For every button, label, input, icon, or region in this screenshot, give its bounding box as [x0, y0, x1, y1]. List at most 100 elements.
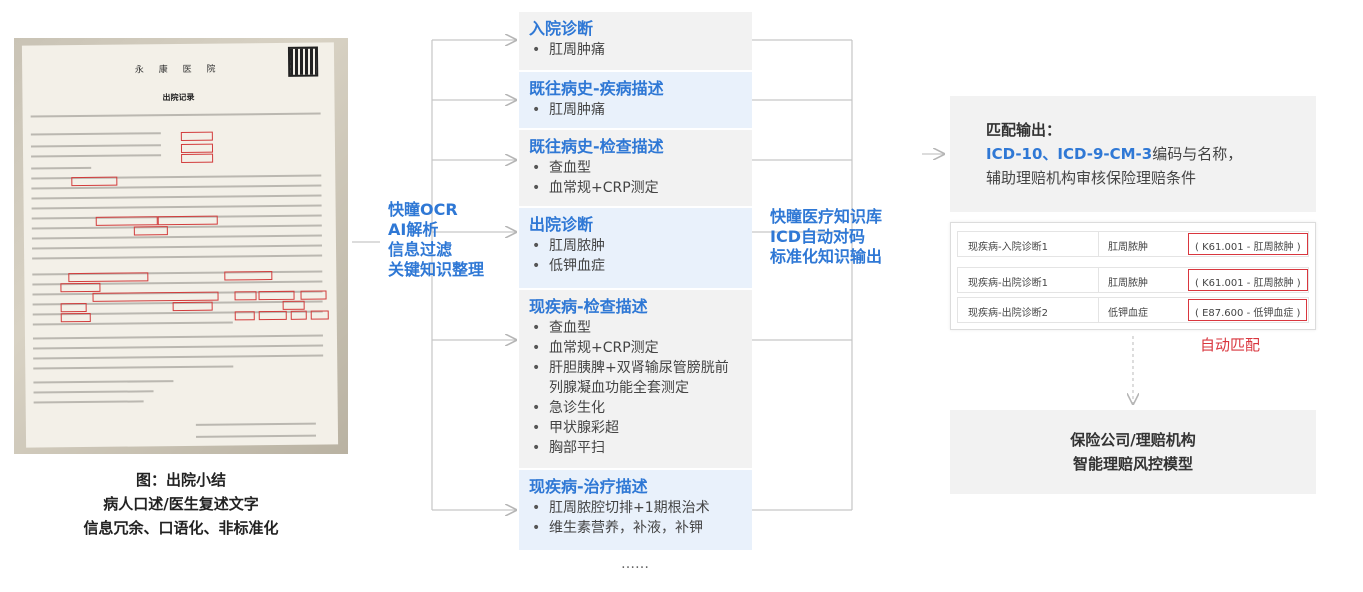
- highlight-box: [180, 143, 214, 153]
- highlight-box: [133, 226, 168, 236]
- icd-match-table: 现疾病-入院诊断1 肛周脓肿 ( K61.001 - 肛周脓肿 ) 现疾病-出院…: [950, 222, 1316, 330]
- process-step: 关键知识整理: [388, 260, 485, 279]
- highlight-box: [290, 310, 307, 320]
- document-text-line: [33, 380, 174, 384]
- section-title: 出院诊断: [529, 215, 594, 234]
- section-item: 查血型: [529, 318, 742, 338]
- document-text-line: [31, 204, 322, 210]
- highlight-box: [258, 310, 287, 321]
- section-current-treatment: 现疾病-治疗描述 肛周脓腔切排+1期根治术 维生素营养，补液，补钾: [519, 470, 752, 550]
- section-admission-diagnosis: 入院诊断 肛周肿痛: [519, 12, 752, 70]
- document-text-line: [32, 334, 323, 340]
- section-current-exam: 现疾病-检查描述 查血型 血常规+CRP测定 肝胆胰脾+双肾输尿管膀胱前列腺凝血…: [519, 290, 752, 468]
- document-text-line: [31, 154, 162, 158]
- section-item: 血常规+CRP测定: [529, 178, 742, 198]
- document-text-line: [30, 112, 321, 118]
- insurance-model-box: 保险公司/理赔机构 智能理赔风控模型: [950, 410, 1316, 494]
- paper-sheet: 永 康 医 院 出院记录: [21, 42, 339, 448]
- process-step: 快瞳OCR: [388, 200, 458, 219]
- match-output-title: 匹配输出：: [986, 121, 1062, 139]
- process-step: 快瞳医疗知识库: [770, 207, 883, 226]
- section-title: 现疾病-治疗描述: [529, 477, 648, 496]
- document-text-line: [30, 144, 161, 148]
- section-item: 肛周脓肿: [529, 236, 742, 256]
- highlight-box: [181, 153, 214, 163]
- table-key: 现疾病-出院诊断1: [968, 278, 1048, 289]
- caption-line: 图：出院小结: [135, 471, 226, 489]
- table-value: 低钾血症: [1108, 308, 1148, 319]
- highlight-box: [157, 215, 218, 226]
- match-output-box: 匹配输出： ICD-10、ICD-9-CM-3编码与名称， 辅助理赔机构审核保险…: [950, 96, 1316, 212]
- document-text-line: [30, 132, 161, 136]
- document-text-line: [32, 254, 323, 260]
- section-history-exam: 既往病史-检查描述 查血型 血常规+CRP测定: [519, 130, 752, 206]
- document-text-line: [32, 244, 323, 250]
- section-item: 急诊生化: [529, 398, 742, 418]
- caption-line: 信息冗余、口语化、非标准化: [83, 519, 279, 537]
- section-item: 维生素营养，补液，补钾: [529, 518, 742, 538]
- section-item: 查血型: [529, 158, 742, 178]
- document-text-line: [33, 344, 324, 350]
- highlight-box: [300, 290, 327, 300]
- knowledge-base-label: 快瞳医疗知识库 ICD自动对码 标准化知识输出: [770, 207, 920, 267]
- icd-codes-text: ICD-10、ICD-9-CM-3: [986, 145, 1153, 163]
- document-text-line: [33, 365, 234, 370]
- document-text-line: [33, 400, 144, 404]
- table-key: 现疾病-出院诊断2: [968, 308, 1048, 319]
- highlight-box: [234, 311, 255, 321]
- table-value: 肛周脓肿: [1108, 242, 1148, 253]
- more-ellipsis: ……: [621, 556, 649, 572]
- section-item: 低钾血症: [529, 256, 742, 276]
- icd-code-badge: ( K61.001 - 肛周脓肿 ): [1188, 233, 1308, 255]
- section-title: 入院诊断: [529, 19, 594, 38]
- section-item: 甲状腺彩超: [529, 418, 742, 438]
- table-value: 肛周脓肿: [1108, 278, 1148, 289]
- document-text-line: [31, 234, 322, 240]
- final-box-line: 保险公司/理赔机构: [1070, 431, 1196, 449]
- document-text-line: [33, 390, 154, 394]
- highlight-box: [172, 301, 213, 312]
- highlight-box: [95, 216, 158, 226]
- highlight-box: [60, 302, 87, 313]
- document-text-line: [31, 166, 92, 170]
- icd-code-badge: ( E87.600 - 低钾血症 ): [1188, 299, 1308, 321]
- document-caption: 图：出院小结 病人口述/医生复述文字 信息冗余、口语化、非标准化: [14, 468, 348, 540]
- process-step: ICD自动对码: [770, 227, 865, 246]
- highlight-box: [234, 291, 257, 301]
- section-item: 肝胆胰脾+双肾输尿管膀胱前列腺凝血功能全套测定: [529, 358, 742, 398]
- document-text-line: [31, 194, 322, 200]
- ocr-process-label: 快瞳OCR AI解析 信息过滤 关键知识整理: [388, 200, 518, 280]
- highlight-box: [258, 290, 295, 301]
- table-row: 现疾病-入院诊断1 肛周脓肿 ( K61.001 - 肛周脓肿 ): [957, 231, 1309, 257]
- table-row: 现疾病-出院诊断2 低钾血症 ( E87.600 - 低钾血症 ): [957, 297, 1309, 323]
- document-text-line: [195, 434, 317, 438]
- highlight-box: [92, 291, 219, 302]
- highlight-box: [224, 271, 273, 281]
- process-step: 信息过滤: [388, 240, 453, 259]
- highlight-box: [71, 176, 118, 187]
- highlight-box: [282, 300, 305, 310]
- process-step: AI解析: [388, 220, 439, 239]
- section-item: 肛周肿痛: [529, 40, 742, 60]
- table-row: 现疾病-出院诊断1 肛周脓肿 ( K61.001 - 肛周脓肿 ): [957, 267, 1309, 293]
- section-title: 既往病史-疾病描述: [529, 79, 664, 98]
- section-item: 肛周脓腔切排+1期根治术: [529, 498, 742, 518]
- highlight-box: [310, 310, 329, 320]
- highlight-box: [68, 272, 149, 283]
- highlight-box: [60, 282, 101, 293]
- match-output-text: 编码与名称，: [1152, 145, 1243, 163]
- document-text-line: [31, 224, 322, 230]
- section-title: 既往病史-检查描述: [529, 137, 664, 156]
- document-text-line: [195, 422, 316, 426]
- process-step: 标准化知识输出: [770, 247, 883, 266]
- section-title: 现疾病-检查描述: [529, 297, 648, 316]
- auto-match-label: 自动匹配: [1200, 336, 1261, 354]
- highlight-box: [60, 312, 91, 323]
- section-item: 胸部平扫: [529, 438, 742, 458]
- document-text-lines: [30, 48, 326, 438]
- icd-code-badge: ( K61.001 - 肛周脓肿 ): [1188, 269, 1308, 291]
- section-item: 血常规+CRP测定: [529, 338, 742, 358]
- match-output-line: ICD-10、ICD-9-CM-3编码与名称，: [986, 142, 1316, 166]
- discharge-summary-photo: 永 康 医 院 出院记录: [14, 38, 348, 454]
- caption-line: 病人口述/医生复述文字: [103, 495, 259, 513]
